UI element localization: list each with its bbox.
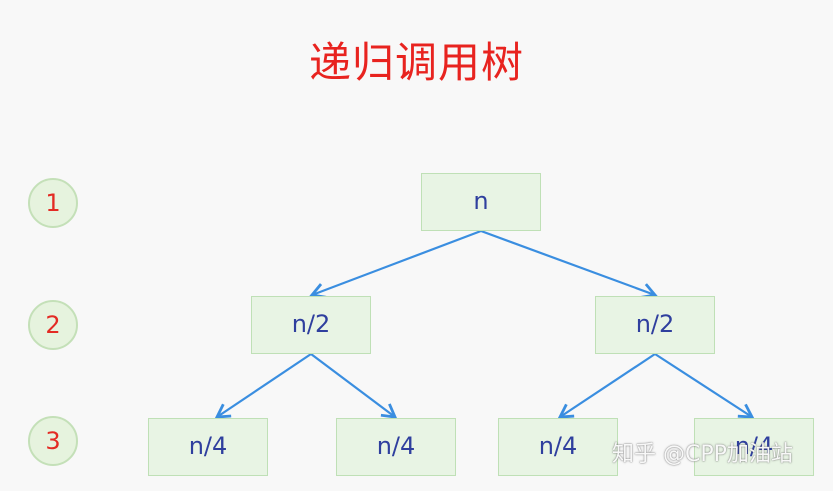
edge-right-to-rr <box>654 353 755 419</box>
edge-root-to-right <box>480 229 658 299</box>
node-level2-right: n/2 <box>595 296 715 354</box>
node-level3-2: n/4 <box>336 418 456 476</box>
node-level2-left: n/2 <box>251 296 371 354</box>
edge-right-to-rl <box>557 353 656 419</box>
watermark-text: 知乎 @CPP加油站 <box>612 442 793 467</box>
node-level3-4: n/4 <box>694 418 814 476</box>
level-marker-1: 1 <box>28 178 78 228</box>
edge-root-to-left <box>309 229 482 299</box>
node-level3-3: n/4 <box>498 418 618 476</box>
edge-left-to-lr <box>310 353 398 419</box>
node-root: n <box>421 173 541 231</box>
edge-left-to-ll <box>214 353 312 419</box>
level-marker-2: 2 <box>28 300 78 350</box>
diagram-title: 递归调用树 <box>308 38 524 87</box>
level-marker-3: 3 <box>28 416 78 466</box>
node-level3-1: n/4 <box>148 418 268 476</box>
